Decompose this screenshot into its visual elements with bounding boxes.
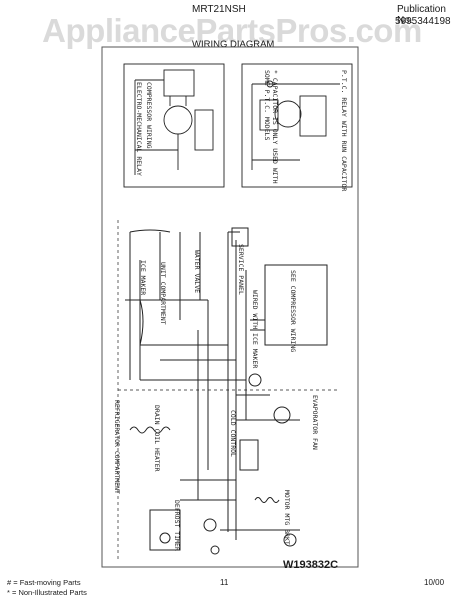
defrost-timer-label: DEFROST TIMER <box>173 500 181 551</box>
main-schematic <box>117 220 340 560</box>
publication-label: Publication No. <box>397 4 446 26</box>
drawing-number: W193832C <box>283 559 339 571</box>
ptc-note: * CAPACITOR IS ONLY USED WITH <box>271 70 279 184</box>
cold-control-label: COLD CONTROL <box>229 410 237 457</box>
model-number: MRT21NSH <box>192 4 246 15</box>
drain-coil-heater-label: DRAIN COIL HEATER <box>153 405 161 472</box>
page-number: 11 <box>220 578 229 587</box>
relay-label: ELECTRO-MECHANICAL RELAY <box>135 82 143 176</box>
see-compressor-wiring-label: SEE COMPRESSOR WIRING <box>289 270 297 353</box>
evaporator-fan-label: EVAPORATOR FAN <box>311 395 319 450</box>
compressor-wiring-box <box>123 63 225 188</box>
non-illustrated-note: * = Non-Illustrated Parts <box>7 588 87 597</box>
ice-maker-label: ICE MAKER <box>139 260 147 296</box>
unit-compartment-label: UNIT COMPARTMENT <box>159 262 167 325</box>
water-valve-label: WATER VALVE <box>193 250 201 294</box>
revision-date: 10/00 <box>424 578 445 587</box>
publication-number: 5995344198 <box>395 16 451 27</box>
ptc-note-2: SOME P.T.C. MODELS <box>263 70 271 141</box>
ptc-box-label: P.T.C. RELAY WITH RUN CAPACITOR <box>340 70 348 192</box>
wired-with-ice-maker-label: WIRED WITH ICE MAKER <box>251 290 259 369</box>
compressor-box-label: COMPRESSOR WIRING <box>145 82 153 149</box>
fast-moving-note: # = Fast-moving Parts <box>7 578 81 587</box>
ptc-relay-box <box>241 63 353 188</box>
service-panel-label: SERVICE PANEL <box>237 244 245 295</box>
refrigerator-compartment-label: REFRIGERATOR COMPARTMENT <box>113 400 121 494</box>
motor-bracket-label: MOTOR MTG BRKT <box>283 490 291 545</box>
page-title: WIRING DIAGRAM <box>192 39 275 50</box>
